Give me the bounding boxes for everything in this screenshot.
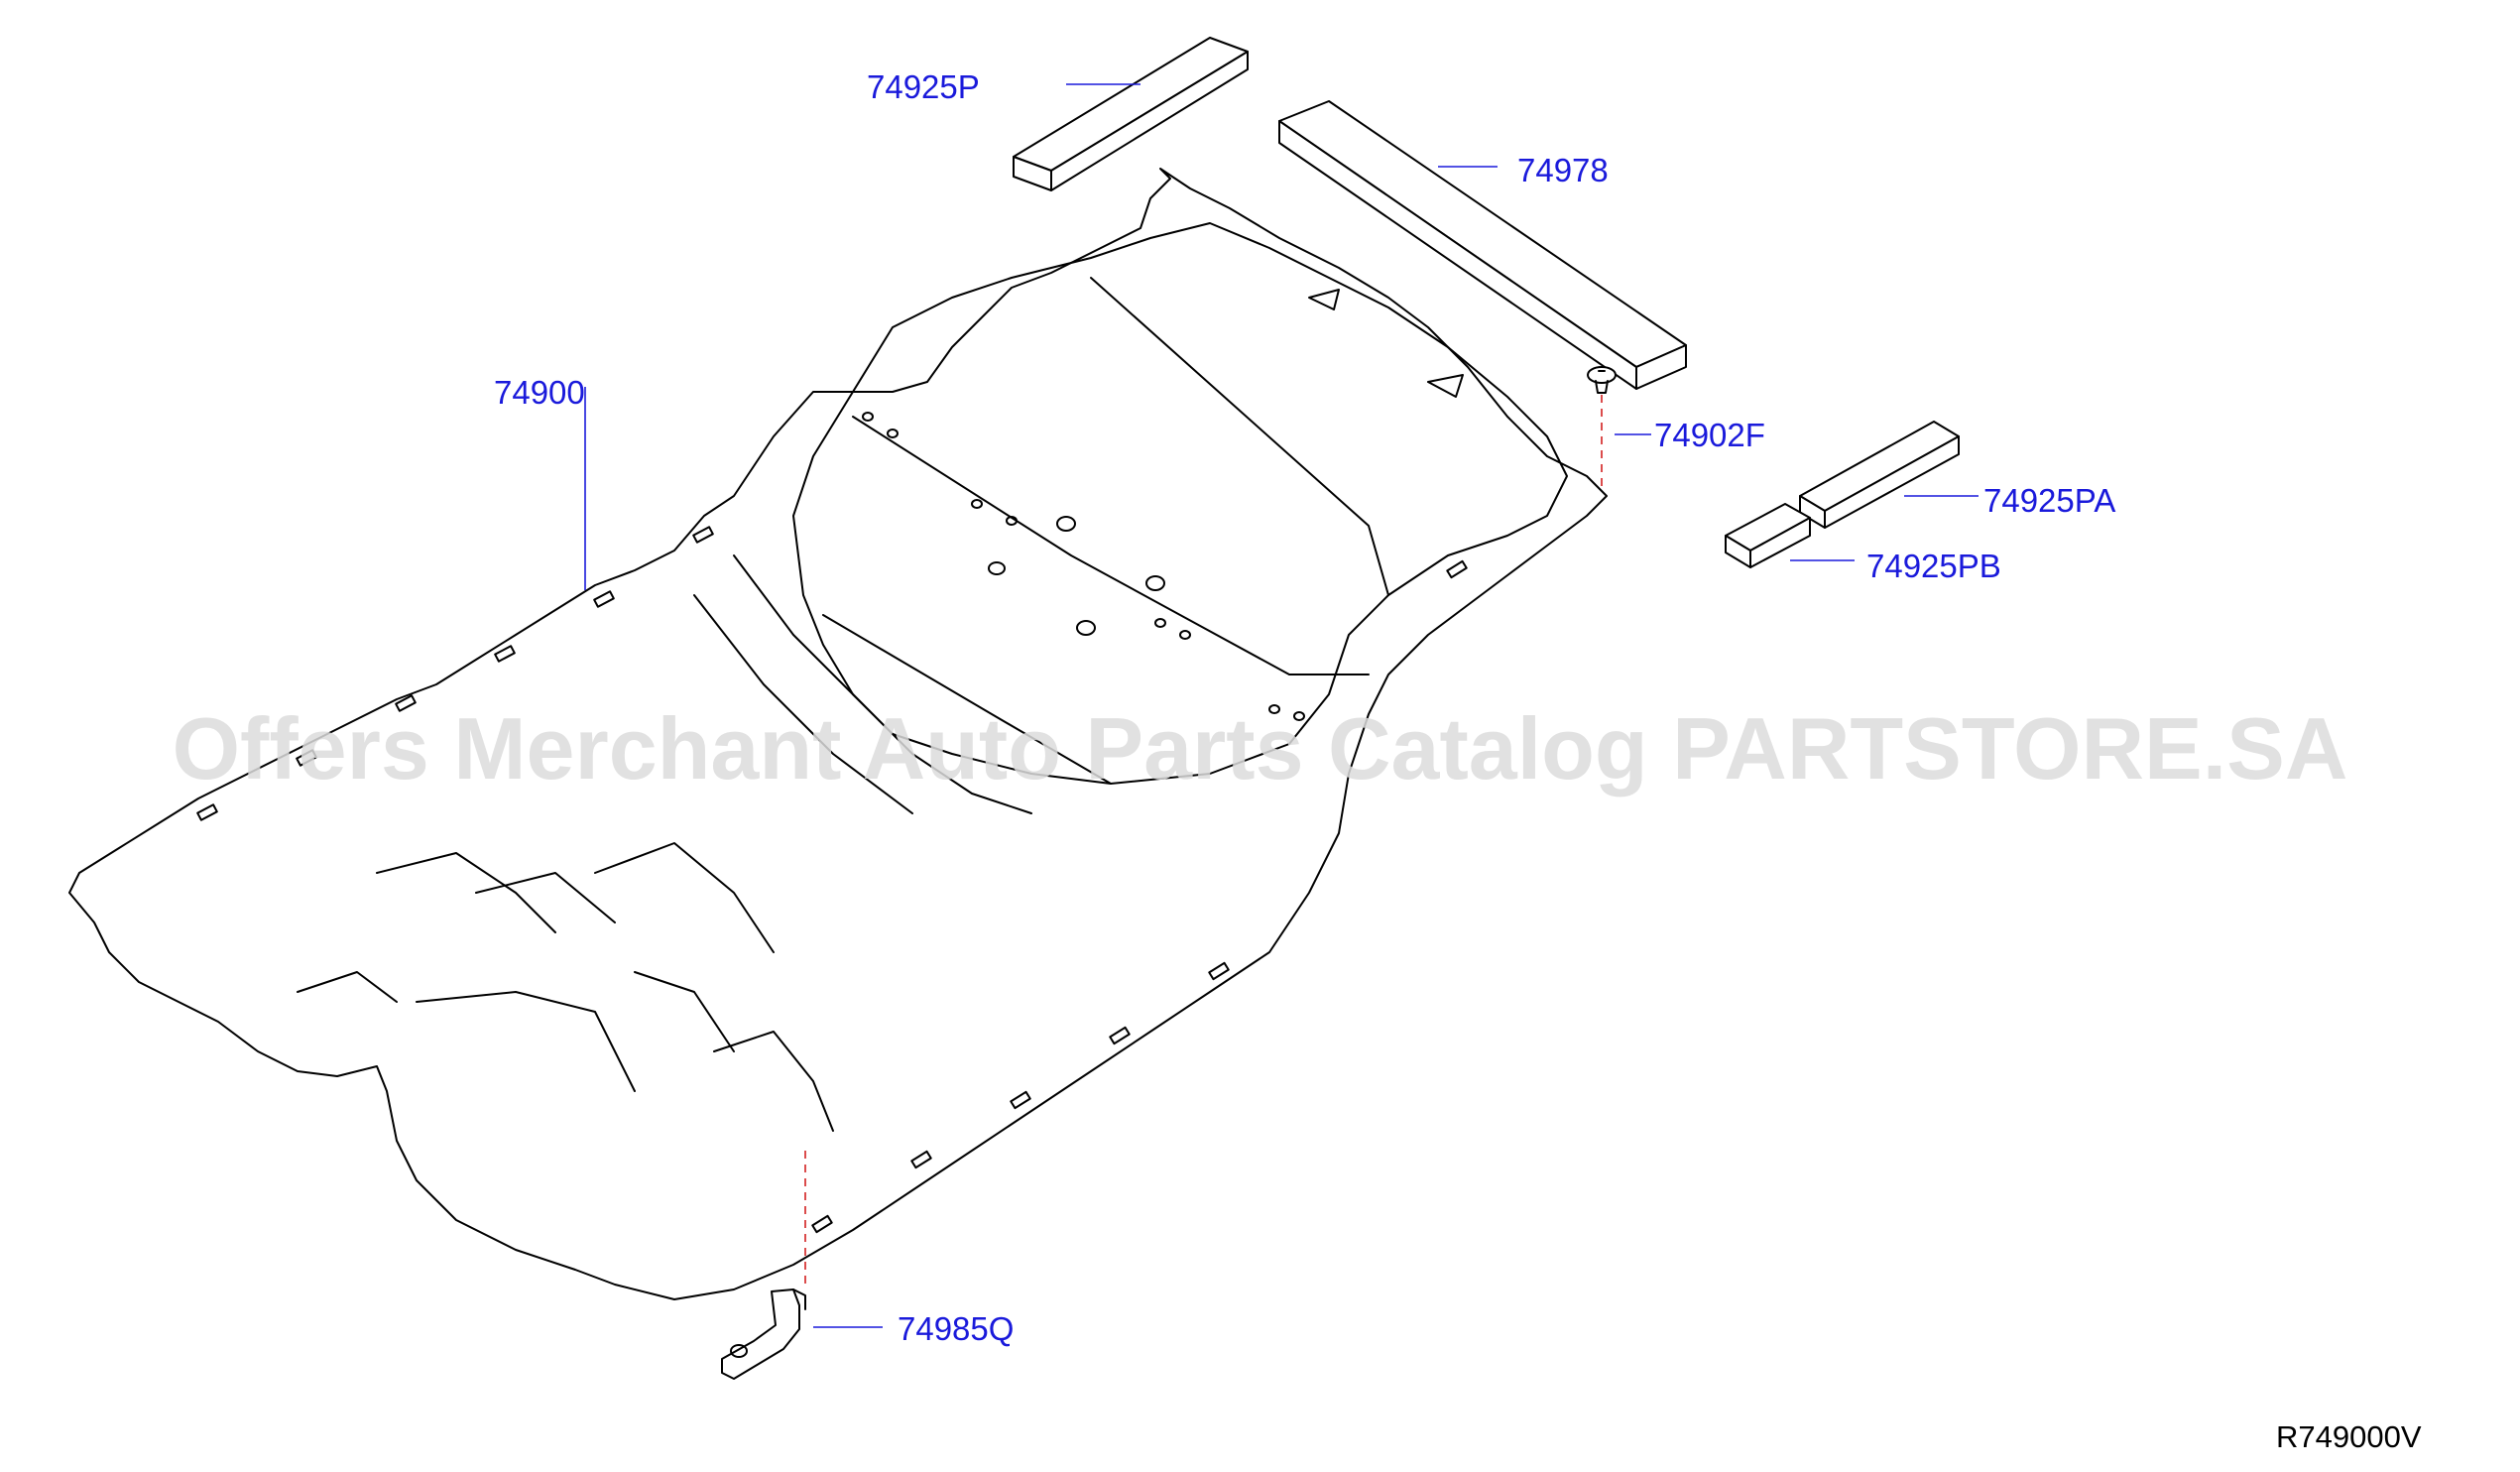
watermark: Offers Merchant Auto Parts Catalog PARTS… bbox=[172, 699, 2348, 797]
callout-74985Q[interactable]: 74985Q bbox=[898, 1310, 1015, 1347]
callout-74902F[interactable]: 74902F bbox=[1654, 417, 1765, 453]
part-74925P-block bbox=[1013, 37, 1249, 191]
part-74985Q-bracket bbox=[721, 1288, 806, 1380]
part-74900-carpet bbox=[68, 168, 1608, 1300]
part-74978-block bbox=[1278, 100, 1687, 390]
diagram-id: R749000V bbox=[2276, 1419, 2422, 1454]
callout-74925P[interactable]: 74925P bbox=[867, 68, 980, 105]
callout-74900[interactable]: 74900 bbox=[494, 374, 585, 411]
part-74902F-clip bbox=[1587, 366, 1617, 394]
callout-74978[interactable]: 74978 bbox=[1517, 152, 1609, 188]
part-74925PB-block bbox=[1725, 503, 1811, 568]
callout-74925PA[interactable]: 74925PA bbox=[1983, 482, 2116, 519]
callout-74925PB[interactable]: 74925PB bbox=[1866, 548, 2001, 584]
part-74925PA-block bbox=[1799, 421, 1960, 529]
